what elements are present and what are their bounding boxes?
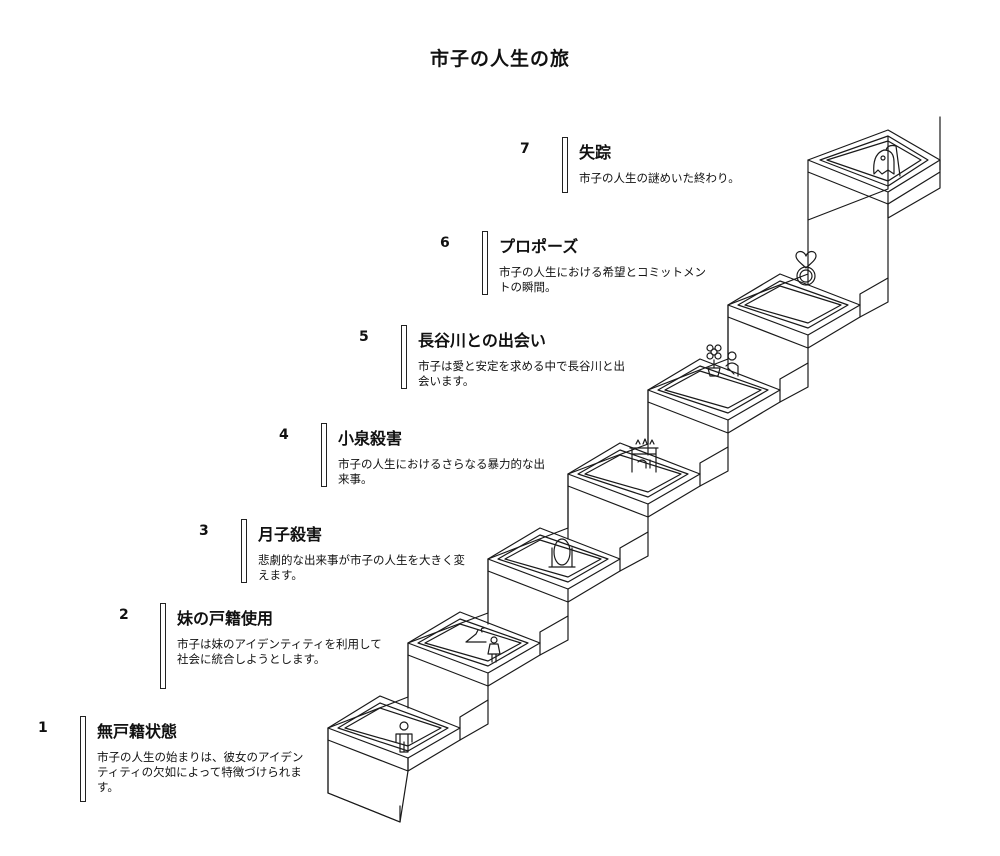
step-title: 妹の戸籍使用 bbox=[177, 609, 274, 628]
person-icon bbox=[395, 721, 413, 753]
step-number: 5 bbox=[359, 329, 369, 345]
step-description: 悲劇的な出来事が市子の人生を大きく変えます。 bbox=[258, 553, 465, 582]
step-description: 市子の人生の謎めいた終わり。 bbox=[579, 171, 740, 185]
stair-step-6 bbox=[727, 273, 861, 403]
step-number: 4 bbox=[279, 427, 289, 443]
diagram-title: 市子の人生の旅 bbox=[429, 48, 570, 70]
step-description: 市子の人生におけるさらなる暴力的な出来事。 bbox=[338, 457, 545, 486]
step-description: 市子の人生における希望とコミットメントの瞬間。 bbox=[499, 265, 706, 294]
stair-step-7 bbox=[807, 129, 941, 318]
step-divider bbox=[160, 603, 166, 689]
step-number: 6 bbox=[440, 235, 450, 251]
step-divider bbox=[321, 423, 327, 487]
stair-step-2 bbox=[407, 611, 541, 741]
step-divider bbox=[482, 231, 488, 295]
step-divider bbox=[562, 137, 568, 193]
hanger-person-icon bbox=[465, 627, 501, 663]
step-divider bbox=[241, 519, 247, 583]
step-title: 小泉殺害 bbox=[338, 429, 403, 448]
step-title: 失踪 bbox=[579, 143, 612, 162]
step-number: 7 bbox=[520, 141, 530, 157]
step-description: 市子の人生の始まりは、彼女のアイデンティティの欠如によって特徴づけられます。 bbox=[97, 750, 304, 794]
mirror-icon bbox=[548, 538, 576, 568]
step-title: 月子殺害 bbox=[258, 525, 323, 544]
stair-step-1 bbox=[327, 695, 461, 823]
step-divider bbox=[401, 325, 407, 389]
fire-bath-icon bbox=[629, 438, 659, 473]
step-number: 2 bbox=[119, 607, 129, 623]
heart-ring-icon bbox=[795, 250, 817, 286]
step-title: 無戸籍状態 bbox=[97, 722, 178, 741]
step-description: 市子は愛と安定を求める中で長谷川と出会います。 bbox=[418, 359, 625, 388]
step-number: 3 bbox=[199, 523, 209, 539]
step-description: 市子は妹のアイデンティティを利用して社会に統合しようとします。 bbox=[177, 637, 382, 666]
step-title: 長谷川との出会い bbox=[418, 331, 546, 350]
step-divider bbox=[80, 716, 86, 802]
reaper-icon bbox=[873, 144, 901, 177]
step-number: 1 bbox=[38, 720, 48, 736]
step-title: プロポーズ bbox=[499, 237, 579, 256]
